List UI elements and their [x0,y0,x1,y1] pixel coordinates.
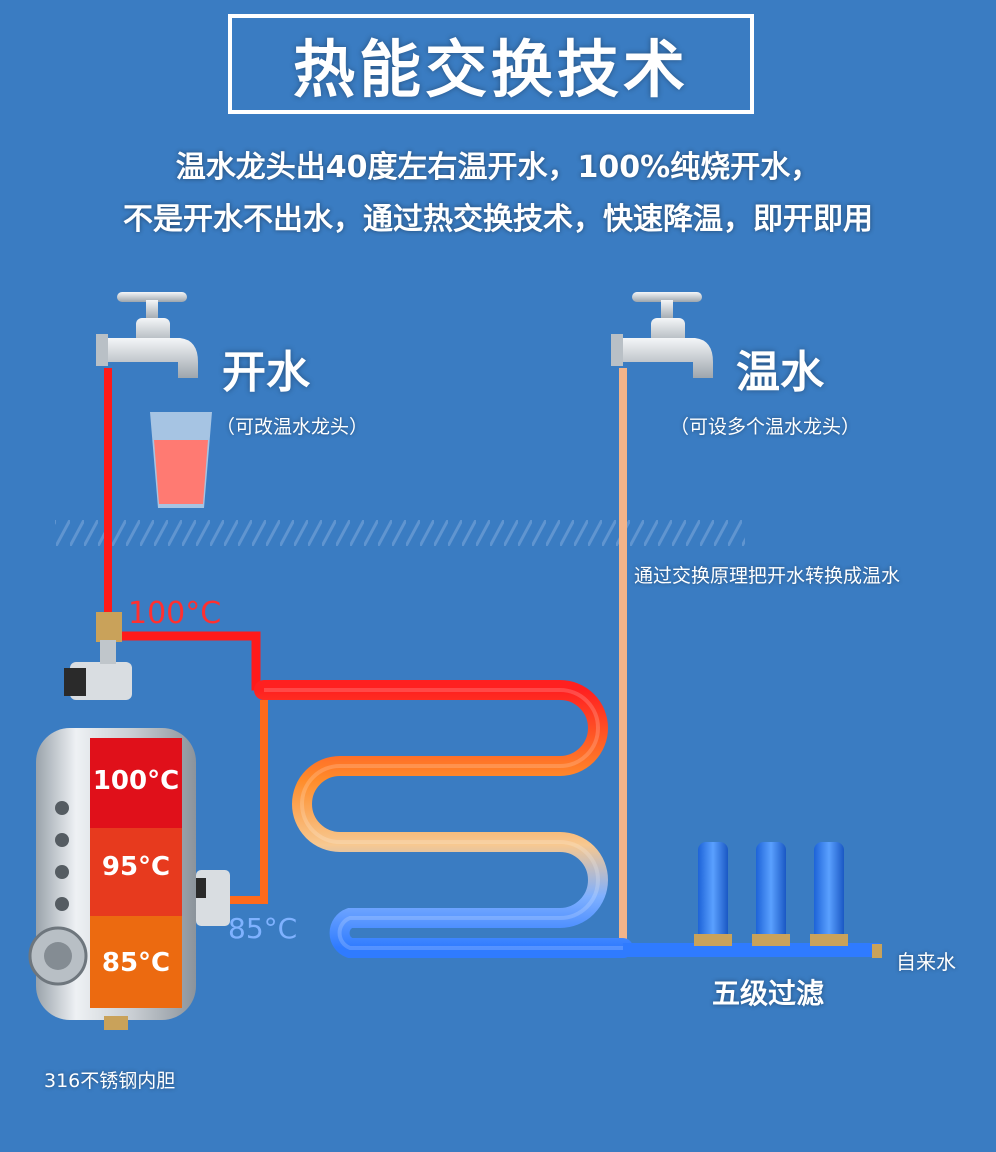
warm-water-label: 温水 [736,347,824,398]
warm-water-tap-icon [611,292,713,378]
filter-cartridge [694,842,732,946]
exchange-note: 通过交换原理把开水转换成温水 [634,565,901,587]
water-glass-icon [150,412,212,508]
boiling-water-tap-icon [96,292,198,378]
heat-exchange-coil-highlight [264,688,623,950]
tap-water-inlet-fitting [872,944,882,958]
boiling-water-label: 开水 [222,347,310,398]
tank-zone-hot-label: 100°C [92,766,180,796]
tank-caption: 316不锈钢内胆 [44,1070,176,1092]
tank-return-pipe [230,700,268,904]
subtitle-line-1: 温水龙头出40度左右温开水，100%纯烧开水， [175,150,821,185]
filter-cartridge [810,842,848,946]
outlet-valve-icon [64,612,132,700]
ground-line [55,520,745,546]
tank-zone-low [90,916,182,1008]
hot-outlet-pipe [112,631,268,691]
inlet-valve-icon [192,870,230,926]
tap-water-label: 自来水 [896,950,956,974]
filter-cartridge [752,842,790,946]
filter-label: 五级过滤 [712,977,825,1010]
warm-water-note: （可设多个温水龙头） [670,416,861,438]
tank-zone-hot [90,738,182,828]
title-box: 热能交换技术 [228,14,754,114]
boiling-water-note: （可改温水龙头） [216,416,369,438]
inlet-temperature: 85°C [228,912,298,945]
tank-zone-mid [90,828,182,916]
tank-zone-mid-label: 95°C [101,852,171,882]
page-title: 热能交换技术 [292,33,689,106]
heat-exchange-coil [254,680,633,958]
tank-zone-low-label: 85°C [101,948,171,978]
outlet-temperature: 100°C [128,596,222,631]
subtitle-line-2: 不是开水不出水，通过热交换技术，快速降温，即开即用 [123,202,873,237]
